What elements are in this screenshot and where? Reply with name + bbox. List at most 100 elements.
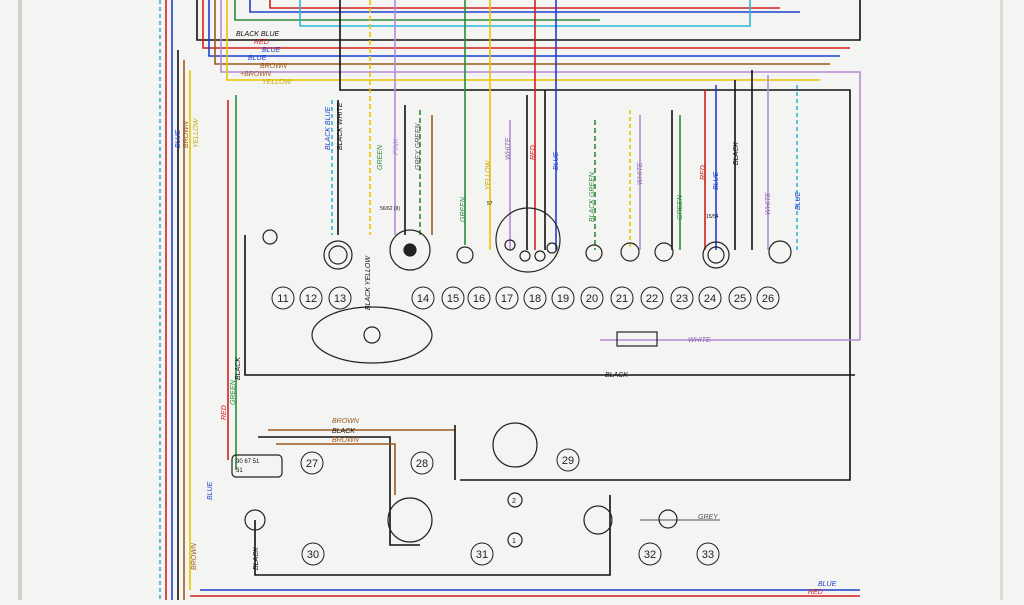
- label-blue-bottom: BLUE: [818, 581, 837, 588]
- callout-24: 24: [698, 286, 722, 310]
- callout-circle-23: [670, 286, 694, 310]
- label-black-27: BLACK: [332, 428, 355, 435]
- callout-14: 14: [411, 286, 435, 310]
- label-red-18: RED: [530, 145, 537, 160]
- callout-23: 23: [670, 286, 694, 310]
- callout-number-24: 24: [704, 293, 716, 305]
- callout-circle-14: [411, 286, 435, 310]
- callout-number-11: 11: [277, 293, 288, 305]
- label-red-24: RED: [700, 165, 707, 180]
- callout-number-25: 25: [734, 293, 746, 305]
- callout-number-18: 18: [529, 293, 541, 305]
- terminal-31-one: 1: [512, 538, 516, 545]
- label-green-15: GREEN: [460, 196, 467, 222]
- component-15-lamp: [456, 246, 474, 264]
- callout-number-12: 12: [305, 293, 317, 305]
- label-black-30: BLACK: [253, 547, 260, 570]
- label-white-23: WHITE: [688, 337, 711, 344]
- callout-number-31: 31: [476, 549, 488, 561]
- label-black-yellow-13: BLACK YELLOW: [365, 255, 372, 310]
- callout-number-15: 15: [447, 293, 459, 305]
- callout-20: 20: [580, 286, 604, 310]
- label-black-green-20: BLACK GREEN: [589, 171, 596, 222]
- component-19-lamp: [534, 250, 546, 262]
- label-blue-24: BLUE: [713, 171, 720, 190]
- page-edge-left: [18, 0, 22, 600]
- callout-21: 21: [610, 286, 634, 310]
- callout-26: 26: [756, 286, 780, 310]
- callout-18: 18: [523, 286, 547, 310]
- wire-brown-top: [214, 0, 830, 65]
- callout-number-21: 21: [616, 293, 628, 305]
- callout-number-27: 27: [306, 458, 318, 470]
- wire-yellow-top: [226, 0, 820, 81]
- callout-number-20: 20: [586, 293, 598, 305]
- callout-28: 28: [410, 451, 434, 475]
- callout-circle-32: [638, 542, 662, 566]
- label-black-23: BLACK: [605, 372, 628, 379]
- callout-circle-15: [441, 286, 465, 310]
- label-white-21: WHITE: [637, 162, 644, 185]
- label-brown-27: BROWN: [332, 418, 360, 425]
- label-black-white-12: BLACK WHITE: [337, 102, 344, 150]
- label-blue-side-top: BLUE: [175, 129, 182, 148]
- wire-green-top: [234, 0, 600, 21]
- wire-black-top-loop: [196, 0, 861, 41]
- wire-black-lower: [244, 235, 855, 376]
- callout-number-26: 26: [762, 293, 774, 305]
- wire-red-top-2: [269, 0, 780, 9]
- label-blue-side: BLUE: [207, 481, 214, 500]
- component-28-generator: [387, 497, 433, 543]
- label-blue-top: BLUE: [262, 47, 281, 54]
- callout-number-22: 22: [646, 293, 658, 305]
- callout-27: 27: [300, 451, 324, 475]
- component-31-terminal-2: [507, 492, 523, 508]
- label-plus-brown: +BROWN: [240, 71, 272, 78]
- wire-cyan-top: [299, 0, 751, 27]
- callout-circle-28: [410, 451, 434, 475]
- callout-circle-22: [640, 286, 664, 310]
- callout-30: 30: [301, 542, 325, 566]
- component-11-lamp: [262, 229, 278, 245]
- callout-circle-21: [610, 286, 634, 310]
- label-yellow-top: YELLOW: [262, 79, 293, 86]
- component-31-terminal-1: [507, 532, 523, 548]
- callout-11: 11: [271, 286, 295, 310]
- callout-number-13: 13: [334, 293, 346, 305]
- callout-31: 31: [470, 542, 494, 566]
- callout-circle-26: [756, 286, 780, 310]
- label-red-top: RED: [254, 39, 269, 46]
- callout-circle-13: [328, 286, 352, 310]
- callout-circle-19: [551, 286, 575, 310]
- callout-25: 25: [728, 286, 752, 310]
- component-20-lamp: [585, 244, 603, 262]
- wire-black-right-loop: [339, 0, 851, 481]
- terminal-31-two: 2: [512, 498, 516, 505]
- component-26-switch: [768, 240, 792, 264]
- callout-number-33: 33: [702, 549, 714, 561]
- label-black-lower: BLACK: [235, 357, 242, 380]
- component-23-switch: [616, 331, 658, 347]
- callout-number-16: 16: [473, 293, 485, 305]
- component-22-switch: [654, 242, 674, 262]
- component-27-regulator: [231, 454, 283, 478]
- component-25-gauge-inner: [707, 246, 725, 264]
- callout-circle-12: [299, 286, 323, 310]
- label-green-lower: GREEN: [230, 379, 237, 405]
- component-21-switch: [620, 242, 640, 262]
- component-33-sender: [658, 509, 678, 529]
- callout-circle-30: [301, 542, 325, 566]
- label-yellow-side-top: YELLOW: [193, 117, 200, 148]
- wire-labels: BLACK BLUE RED BLUE BLUE BROWN +BROWN YE…: [175, 31, 837, 596]
- wire-harness: [159, 0, 861, 600]
- terminal-27-top: 30 67 51: [236, 459, 260, 465]
- label-black-blue-top: BLACK BLUE: [236, 31, 280, 38]
- component-18-lamp: [519, 250, 531, 262]
- label-brown-bottom: BROWN: [191, 542, 198, 570]
- component-19b-lamp: [546, 242, 558, 254]
- label-brown-27b: BROWN: [332, 437, 360, 444]
- label-yellow-16: YELLOW: [485, 159, 492, 190]
- page-edge-right: [1000, 0, 1003, 600]
